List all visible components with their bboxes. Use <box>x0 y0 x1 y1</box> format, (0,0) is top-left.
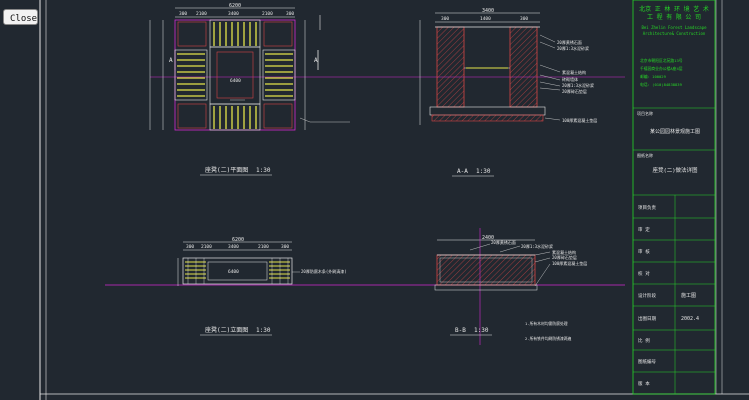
elev-dim-seg: 3400 <box>228 244 239 250</box>
bb-callout: 20厚碎石垫层 <box>552 254 577 260</box>
plan-dim-seg: 2100 <box>196 11 207 17</box>
plan-dim-seg: 3400 <box>228 11 239 17</box>
aa-caption: A-A <box>457 168 468 175</box>
elev-dim-seg: 300 <box>186 244 194 250</box>
drawing-label: 图纸名称 <box>637 152 653 158</box>
bb-callout: 素混凝土结构 <box>552 249 576 255</box>
company-name-cn-2: 工 程 有 限 公 司 <box>647 13 701 21</box>
elev-dim-seg: 300 <box>281 244 289 250</box>
elev-scale: 1:30 <box>256 327 271 334</box>
aa-scale: 1:30 <box>476 168 491 175</box>
tb-row-label: 校 对 <box>638 270 650 277</box>
company-info: 北京市朝阳区北苑路13号 <box>640 58 683 63</box>
plan-view: 6200 300 2100 3400 2100 300 A A <box>149 3 350 176</box>
bb-scale: 1:30 <box>474 327 489 334</box>
tb-row-label: 审 定 <box>638 226 650 233</box>
bb-note: 2.所有铁件均刷防锈漆两遍 <box>525 336 572 341</box>
section-mark-a: A <box>314 57 318 64</box>
elev-dim-total: 6200 <box>232 237 244 243</box>
aa-callout: 20厚碎石垫层 <box>562 88 587 94</box>
aa-callout: 素混凝土结构 <box>562 69 586 75</box>
aa-dim-seg: 1400 <box>480 16 491 22</box>
aa-callout: 100厚素混凝土垫层 <box>562 117 597 123</box>
company-name-en-2: Architecture& Construction <box>643 31 706 36</box>
plan-caption: 座凳(二)平面图 <box>205 166 248 174</box>
plan-dim-total: 6200 <box>229 3 241 9</box>
elev-dim-seg: 2100 <box>258 244 269 250</box>
aa-callout: 20厚黄锈石面 <box>557 39 582 45</box>
aa-callout: 20厚1:3水泥砂浆 <box>557 45 589 51</box>
aa-callout: 20厚1:3水泥砂浆 <box>562 82 594 88</box>
drawing-name: 座凳(二)做法详图 <box>652 166 698 174</box>
aa-dim-seg: 300 <box>520 16 528 22</box>
company-name-en-1: Bei Zhelin Forest Landscape <box>641 25 707 30</box>
plan-dim-seg: 2100 <box>262 11 273 17</box>
section-mark-a: A <box>169 57 173 64</box>
tb-row-label: 出图日期 <box>638 315 656 322</box>
project-label: 项目名称 <box>637 110 653 116</box>
title-block: 北京 正 林 环 境 艺 术 工 程 有 限 公 司 Bei Zhelin Fo… <box>632 0 723 395</box>
tb-row-label: 比 例 <box>638 337 650 344</box>
bb-caption: B-B <box>455 327 466 334</box>
plan-scale: 1:30 <box>256 167 271 174</box>
tb-row-label: 项目负责 <box>638 204 656 211</box>
elev-inner-dim: 6400 <box>228 269 239 275</box>
plan-dim-seg: 300 <box>286 11 294 17</box>
bb-dim-total: 2400 <box>482 235 494 241</box>
bb-callout: 20厚1:3水泥砂浆 <box>521 243 553 249</box>
elev-caption: 座凳(二)立面图 <box>205 326 248 334</box>
project-name: 某公园园林景观施工图 <box>650 128 700 135</box>
tb-row-label: 设计阶段 <box>638 292 656 299</box>
tb-row-value: 施工图 <box>681 292 696 299</box>
elevation-view: 6200 300 2100 3400 2100 300 6400 2 <box>177 237 347 336</box>
aa-callout: 砖砌墙体 <box>562 76 578 82</box>
company-info: 电话: (010)84838839 <box>640 82 683 87</box>
tb-row-label: 审 核 <box>638 248 650 255</box>
company-info: 邮编: 100029 <box>640 74 667 79</box>
bb-callout: 20厚黄锈石面 <box>491 239 516 245</box>
aa-dim-total: 3400 <box>482 8 494 14</box>
elev-dim-seg: 2100 <box>201 244 212 250</box>
section-bb: 2400 20厚黄锈石面 20厚1:3水泥砂浆 素混凝土结构 20厚碎石垫层 1… <box>434 228 587 345</box>
bb-callout: 100厚素混凝土垫层 <box>552 260 587 266</box>
drawing-frame <box>39 0 749 400</box>
section-aa: 3400 300 1400 300 <box>419 8 597 177</box>
bb-note: 1.所有木材均需防腐处理 <box>525 321 568 326</box>
tb-row-value: 2002.4 <box>681 316 699 322</box>
elev-callout: 20厚防腐木条(外刷清漆) <box>301 268 347 274</box>
plan-dim-seg: 300 <box>179 11 187 17</box>
tb-row-label: 版 本 <box>638 380 650 387</box>
close-button[interactable]: Close <box>3 9 38 25</box>
plan-inner-dim: 6400 <box>230 78 241 84</box>
tb-row-label: 图纸编号 <box>638 358 656 365</box>
aa-dim-seg: 300 <box>441 16 449 22</box>
company-name-cn-1: 北京 正 林 环 境 艺 术 <box>639 5 709 13</box>
company-info: 千禧园商业办公楼A座4层 <box>640 66 683 71</box>
